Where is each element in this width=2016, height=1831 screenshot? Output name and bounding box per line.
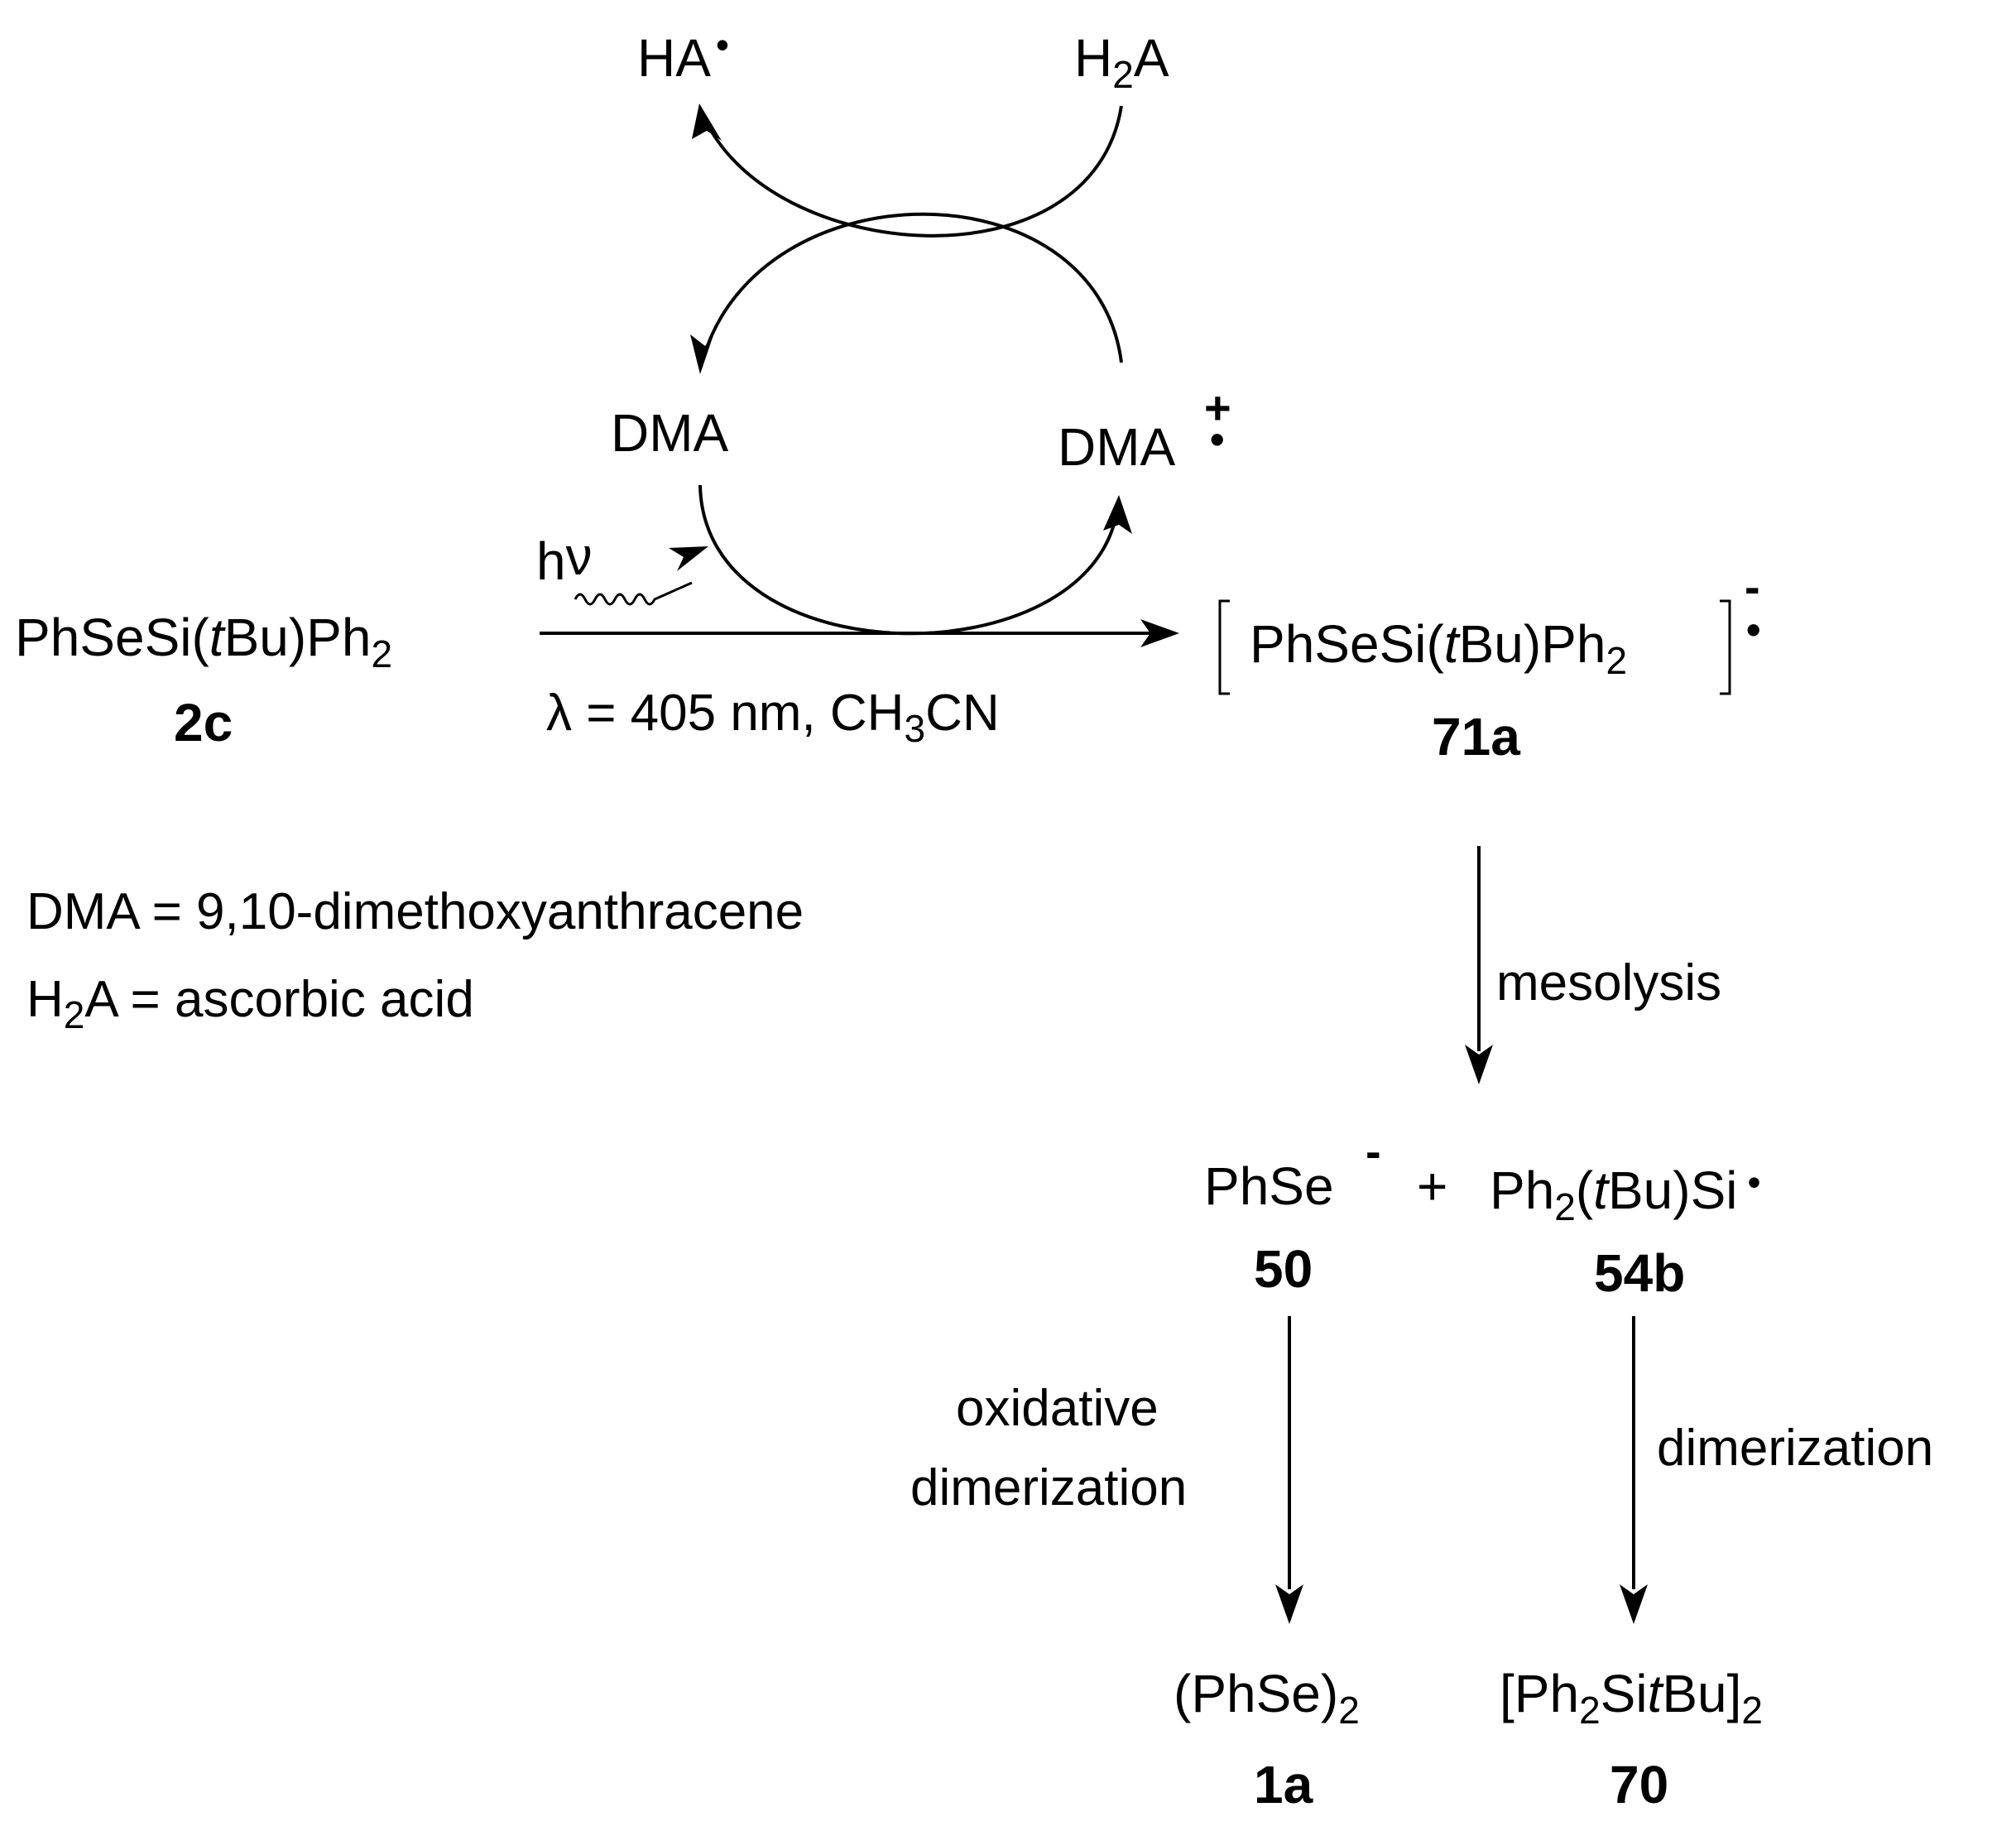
mesolysis-arrowhead [1465,1045,1493,1084]
selenolate-charge: - [1366,1125,1381,1177]
substrate-id: 2c [174,693,233,752]
radical-anion-formula: PhSeSi(tBu)Ph2 [1250,614,1627,682]
silyl-radical-formula: Ph2(tBu)Si• [1490,1161,1761,1228]
radical-anion-dot: • [1746,607,1761,653]
legend-dma: DMA = 9,10-dimethoxyanthracene [26,883,804,940]
left-bracket [1218,599,1230,695]
substrate-formula: PhSeSi(tBu)Ph2 [15,608,392,675]
selenolate-formula: PhSe [1204,1156,1334,1216]
diselenide-formula: (PhSe)2 [1174,1664,1360,1732]
conditions-label: λ = 405 nm, CH3CN [546,685,1000,750]
dma-cation-to-dma-arrow [702,212,1123,363]
right-bracket [1720,599,1731,695]
oxidative-label-line1: oxidative [956,1380,1159,1437]
dimerization-arrowhead [1620,1584,1648,1624]
selenolate-id: 50 [1254,1239,1313,1299]
ha-radical-label: HA• [637,23,729,88]
legend-h2a: H2A = ascorbic acid [26,971,474,1036]
dma-cation-to-dma-arrowhead [690,334,713,374]
h2a-to-ha-arrowhead [692,103,722,141]
dimerization-label: dimerization [1657,1420,1933,1477]
dma-to-dma-cation-arrow [698,484,1119,636]
mesolysis-label: mesolysis [1496,954,1721,1012]
radical-anion-id: 71a [1432,707,1520,767]
h2a-to-ha-arrow [702,105,1123,238]
dma-to-dma-cation-arrowhead [1103,495,1132,534]
light-wavy-arrow [574,581,693,606]
h2a-label: H2A [1074,28,1169,96]
silyl-radical-id: 54b [1594,1243,1685,1303]
dma-label: DMA [611,403,729,463]
disilane-id: 70 [1610,1755,1668,1814]
radical-anion-charge: - [1745,560,1760,613]
plus-sign: + [1417,1156,1447,1216]
hv-label: hν [536,526,593,591]
dma-radical-cation-label: DMA [1058,417,1176,477]
main-reaction-arrowhead [1140,619,1179,647]
dma-cation-charge: + [1204,382,1231,434]
light-arrowhead [669,546,708,571]
dma-cation-radical-dot: • [1210,416,1225,463]
disilane-formula: [Ph2SitBu]2 [1500,1664,1763,1732]
diselenide-id: 1a [1254,1755,1313,1814]
oxidative-dimerization-arrowhead [1275,1584,1303,1624]
oxidative-label-line2: dimerization [910,1459,1187,1516]
